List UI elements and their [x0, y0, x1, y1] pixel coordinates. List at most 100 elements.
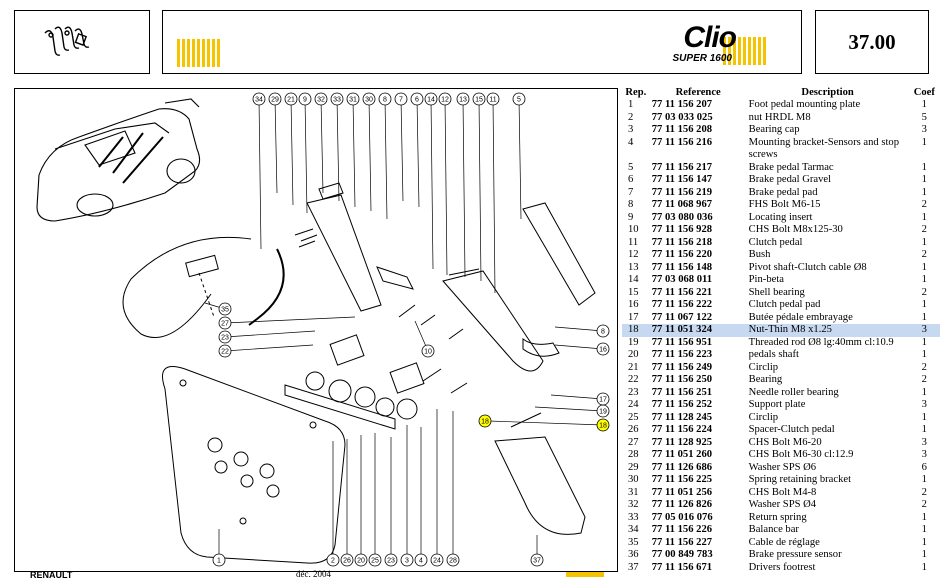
callout-circle	[478, 414, 492, 428]
callout-leader	[336, 98, 340, 202]
callout-number: 23	[387, 558, 395, 565]
cell-description: CHS Bolt M6-30 cl:12.9	[748, 449, 854, 460]
callout-number: 18	[599, 423, 607, 430]
callout-number: 4	[419, 558, 423, 565]
cell-reference: 77 11 156 928	[651, 224, 713, 235]
cell-coef: 1	[921, 161, 927, 173]
callout-leader	[258, 98, 262, 250]
callout-circle	[596, 342, 610, 356]
cell-description: Balance bar	[748, 524, 799, 535]
small-parts	[248, 182, 542, 428]
brand-sub-text: SUPER 1600	[672, 53, 732, 64]
cell-rep: 28	[628, 449, 639, 460]
callout-number: 7	[399, 97, 403, 104]
callout-leader	[554, 344, 604, 350]
pedal-logo-icon	[44, 26, 90, 56]
callout-circle	[218, 330, 232, 344]
cell-coef: 1	[921, 336, 927, 348]
callout-number: 14	[427, 97, 435, 104]
callout-circle	[421, 344, 435, 358]
callout-number: 30	[365, 97, 373, 104]
callout-leader	[224, 316, 356, 324]
callout-leader-lines	[204, 98, 604, 560]
callout-circle	[218, 316, 232, 330]
callout-circle	[424, 92, 438, 106]
cell-rep: 23	[628, 386, 639, 398]
callout-number: 1	[217, 558, 221, 565]
cell-reference: 77 11 126 826	[651, 499, 713, 510]
callout-circle	[330, 92, 344, 106]
cell-reference: 77 11 051 256	[651, 486, 713, 498]
header-coef: Coef	[913, 87, 935, 98]
car-illustration	[36, 98, 201, 222]
cell-rep: 29	[628, 461, 639, 473]
cell-coef: 1	[921, 536, 927, 548]
cell-rep: 16	[628, 299, 639, 310]
callout-number: 23	[221, 335, 229, 342]
cell-coef: 1	[921, 274, 927, 285]
callout-number: 31	[349, 97, 357, 104]
callout-number: 6	[415, 97, 419, 104]
cell-coef: 5	[921, 111, 927, 123]
header-rep: Rep.	[625, 87, 647, 98]
callout-number: 20	[357, 558, 365, 565]
callout-circle	[414, 553, 428, 567]
cell-rep: 20	[628, 349, 639, 360]
callout-circle	[438, 92, 452, 106]
cell-reference: 77 11 156 671	[651, 561, 713, 573]
cell-description: Support plate	[748, 399, 806, 410]
cell-reference: 77 11 068 967	[651, 199, 713, 210]
cell-rep: 7	[628, 186, 634, 198]
callout-number: 13	[459, 97, 467, 104]
callout-circle	[430, 553, 444, 567]
cell-rep: 13	[628, 261, 639, 273]
cell-description: Bearing	[748, 374, 783, 385]
cell-coef: 1	[921, 99, 927, 110]
callout-circle	[252, 92, 266, 106]
cable-assembly	[122, 236, 252, 339]
cell-reference: 77 11 156 222	[651, 299, 713, 310]
header-title-box: Clio SUPER 1600	[162, 10, 802, 74]
cell-description: Brake pressure sensor	[748, 549, 842, 560]
cell-coef: 2	[921, 286, 927, 298]
callout-circle	[212, 553, 226, 567]
clio-brand-logo: Clio SUPER 1600	[644, 23, 737, 65]
cell-rep: 21	[628, 361, 639, 373]
footer-yellow-stripe	[566, 572, 604, 577]
callout-number: 15	[475, 97, 483, 104]
cell-description: Spacer-Clutch pedal	[748, 424, 835, 435]
callout-circle	[596, 418, 610, 432]
cell-coef: 1	[921, 561, 927, 573]
cell-description: Shell bearing	[748, 286, 805, 298]
cell-description: Clutch pedal pad	[748, 299, 821, 310]
cell-reference: 77 11 156 249	[651, 361, 713, 373]
cell-reference: 77 11 156 951	[651, 336, 713, 348]
cell-rep: 31	[628, 486, 639, 498]
callout-circle	[314, 92, 328, 106]
callout-circle	[384, 553, 398, 567]
cell-coef: 2	[921, 249, 927, 260]
callout-number: 28	[449, 558, 457, 565]
callout-circle	[354, 553, 368, 567]
callout-leader	[462, 98, 466, 278]
cell-description: Needle roller bearing	[748, 386, 839, 398]
cell-reference: 77 11 067 122	[651, 311, 713, 323]
cell-rep: 33	[628, 511, 639, 523]
cell-description: CHS Bolt M8x125-30	[748, 224, 843, 235]
cell-rep: 9	[628, 211, 634, 223]
cell-rep: 12	[628, 249, 639, 260]
